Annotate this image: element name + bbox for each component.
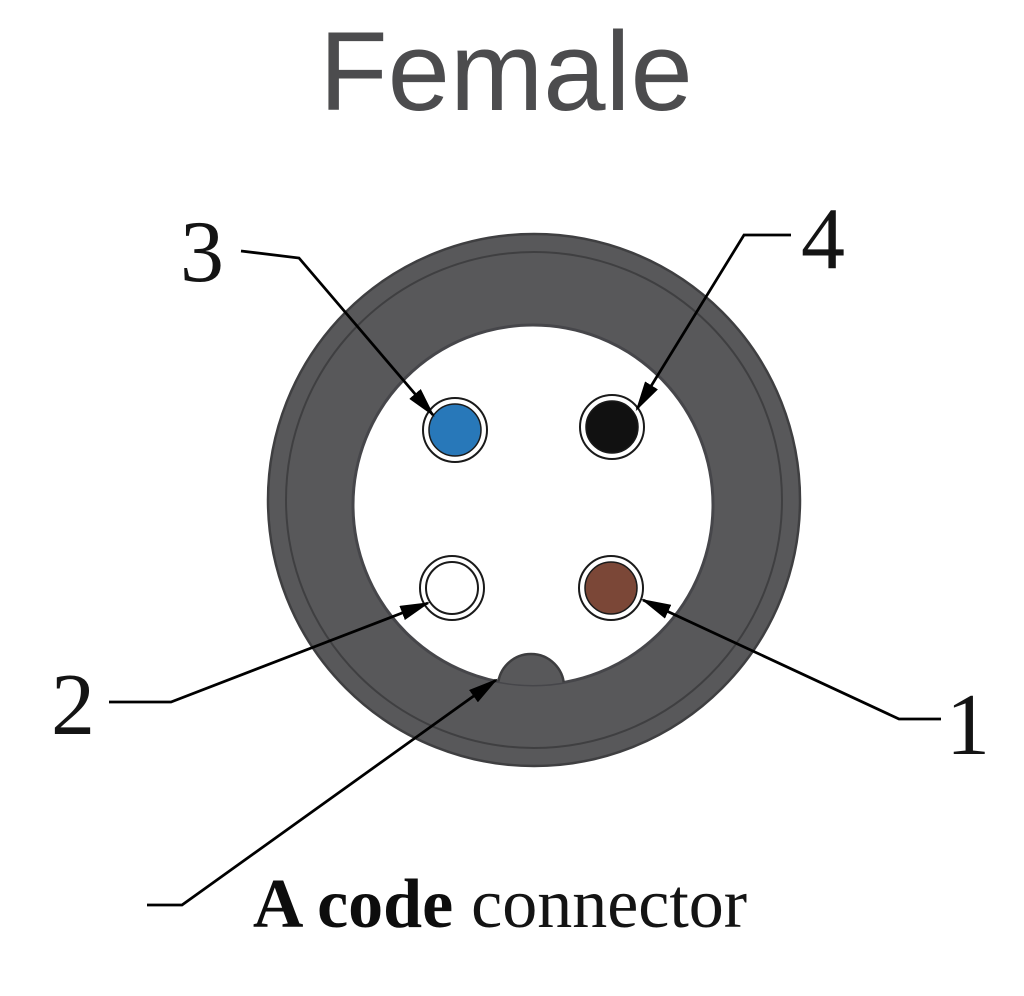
pin-3-blue <box>428 403 482 457</box>
caption-regular: connector <box>471 866 747 943</box>
pin-2-white <box>425 561 479 615</box>
keying-notch-group <box>496 652 566 685</box>
pin-label-4: 4 <box>801 191 845 288</box>
pin-1-brown <box>584 561 638 615</box>
leader-line-keying-notch <box>147 678 499 907</box>
leader-line-pin-4 <box>635 233 791 412</box>
connector-rim-ring <box>285 251 783 749</box>
keying-notch <box>496 652 566 685</box>
pin-1-ring <box>578 555 644 621</box>
pin-label-1: 1 <box>946 677 990 774</box>
leader-line-pin-3 <box>240 249 435 417</box>
pin-3-ring <box>422 397 488 463</box>
leader-line-pin-1 <box>640 598 941 721</box>
pin-4-ring <box>579 394 645 460</box>
pin-4-black <box>585 400 639 454</box>
pin-2-ring <box>419 555 485 621</box>
pin-label-2: 2 <box>51 657 95 754</box>
connector-face <box>351 323 715 687</box>
caption-bold: A code <box>253 866 453 943</box>
pin-label-3: 3 <box>180 204 224 301</box>
diagram-title: Female <box>319 9 692 134</box>
leader-line-pin-2 <box>109 601 431 704</box>
